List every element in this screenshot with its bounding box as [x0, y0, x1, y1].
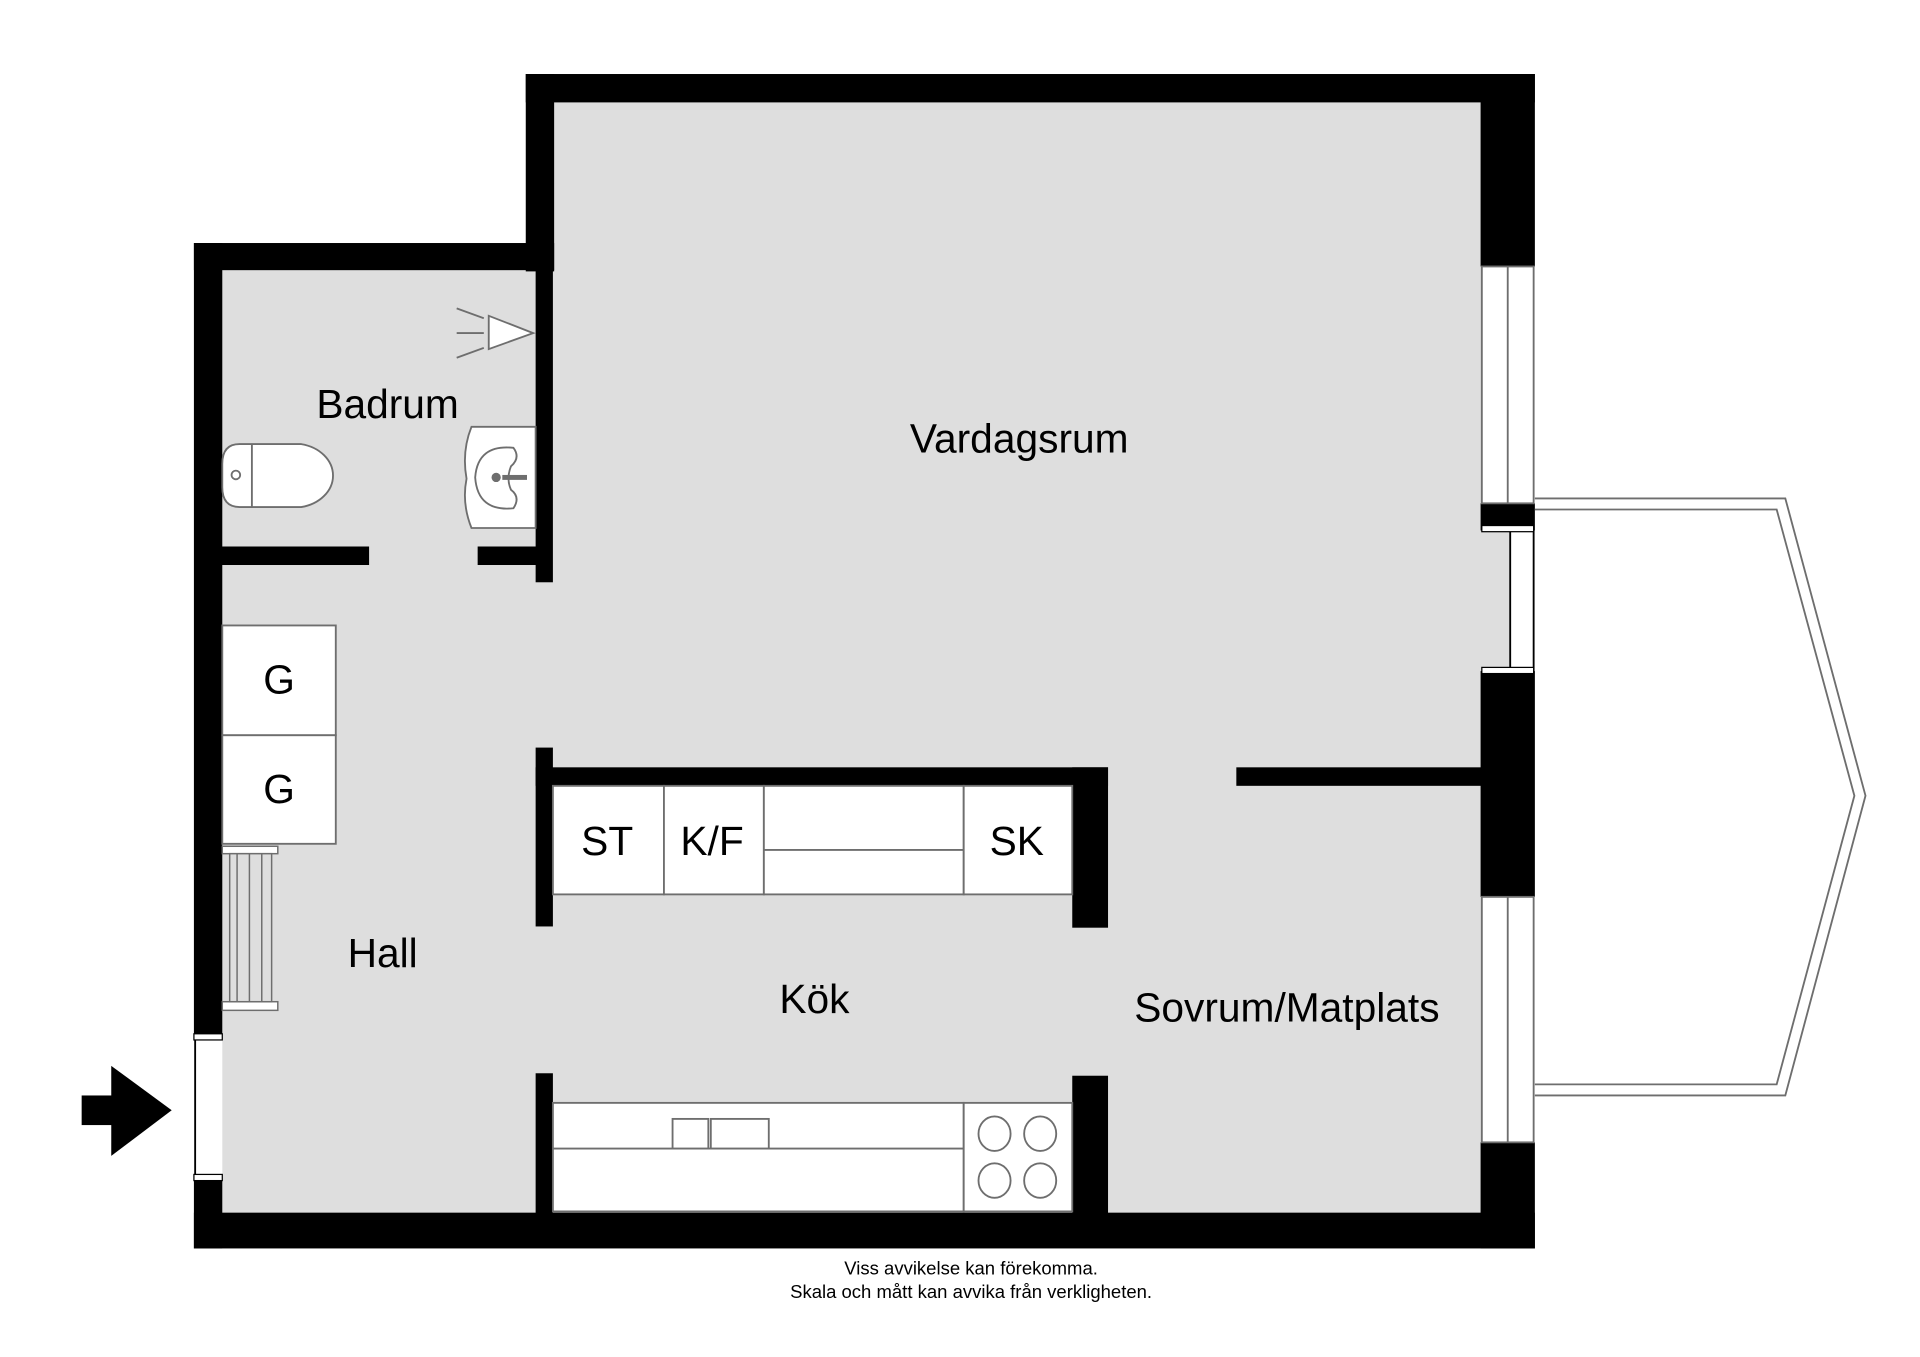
wall-left-outer [193, 243, 223, 1037]
label-sk: SK [990, 818, 1044, 864]
toilet-icon [221, 443, 334, 508]
wardrobe-1 [221, 624, 337, 737]
room-label-kok: Kök [779, 976, 850, 1022]
unit-st [551, 784, 665, 896]
floor-areas [214, 98, 1511, 1222]
wall-kitchen-upper-top [535, 767, 1109, 786]
label-wardrobe-2: G [263, 766, 295, 812]
floor-window-recess [1479, 530, 1511, 673]
room-label-hall: Hall [348, 930, 418, 976]
wall-living-left-upper [525, 74, 555, 272]
cooktop-icon [977, 1115, 1058, 1199]
wall-right-bottom [1480, 1142, 1535, 1249]
wall-bedroom-partition [1236, 767, 1484, 786]
wall-top-living [525, 74, 1535, 103]
balcony [1534, 497, 1867, 1097]
windows [1480, 265, 1535, 1144]
unit-counter [762, 784, 965, 896]
walls [193, 74, 1535, 1249]
unit-sk [962, 784, 1074, 896]
label-st: ST [581, 818, 633, 864]
balcony-door [1481, 524, 1535, 675]
cooktop [962, 1101, 1074, 1213]
kitchen-sink-icon [671, 1117, 770, 1150]
wall-badrum-right [535, 263, 553, 583]
shoe-rack-icon [221, 845, 279, 1012]
wall-badrum-bottom-right [477, 546, 546, 566]
entrance-door [193, 1033, 223, 1182]
wall-right-mid-2 [1480, 671, 1535, 897]
label-kf: K/F [680, 818, 743, 864]
kitchen-upper-units [551, 784, 1074, 896]
wardrobes [221, 624, 337, 845]
room-label-badrum: Badrum [316, 381, 459, 427]
kitchen-lower-units [551, 1101, 1074, 1213]
disclaimer-line-1: Viss avvikelse kan förekomma. [844, 1257, 1098, 1278]
shower-head-icon [456, 307, 536, 359]
wall-kitchen-upper-right [1072, 767, 1109, 928]
wall-kitchen-lower-right [1072, 1075, 1109, 1224]
label-wardrobe-1: G [263, 656, 295, 702]
entrance-arrow-icon [81, 1065, 172, 1156]
wall-kitchen-upper-left [535, 747, 553, 927]
floor-vardagsrum [547, 98, 1486, 1222]
wall-kitchen-lower-left [535, 1073, 553, 1228]
wall-top-badrum [193, 243, 555, 271]
room-label-sovrum-matplats: Sovrum/Matplats [1134, 984, 1439, 1030]
disclaimer-line-2: Skala och mått kan avvika från verklighe… [790, 1281, 1152, 1302]
room-label-vardagsrum: Vardagsrum [910, 416, 1129, 462]
washbasin-icon [464, 425, 537, 529]
wall-badrum-bottom-left [214, 546, 370, 566]
wall-right-top [1480, 74, 1535, 267]
wardrobe-2 [221, 734, 337, 845]
wall-bottom [193, 1212, 1535, 1249]
